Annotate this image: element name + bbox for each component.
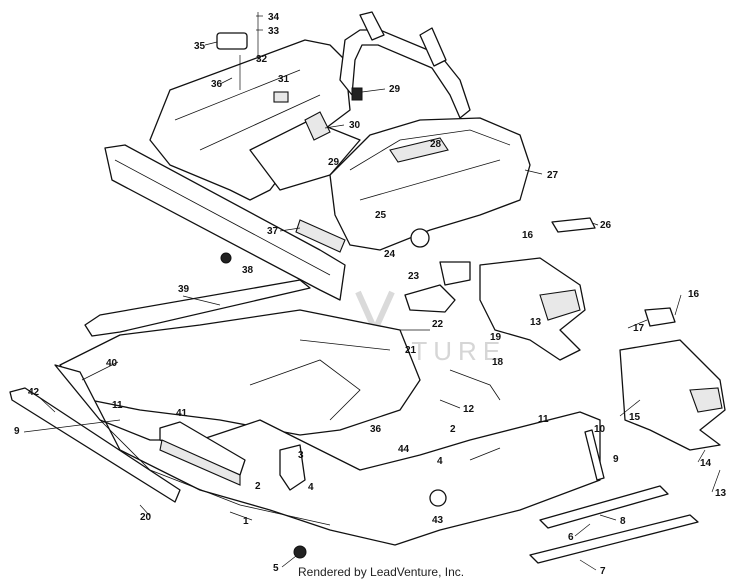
- callout-25: 25: [375, 210, 387, 221]
- callout-33: 33: [268, 26, 280, 37]
- callout-29a: 29: [389, 84, 401, 95]
- credit-text: Rendered by LeadVenture, Inc.: [298, 565, 464, 579]
- callout-38: 38: [242, 265, 254, 276]
- callout-34: 34: [268, 12, 280, 23]
- callout-36b: 36: [370, 424, 382, 435]
- bracket-10: [584, 429, 605, 481]
- callout-39: 39: [178, 284, 190, 295]
- switch-35: [216, 32, 248, 50]
- callout-2a: 2: [450, 424, 456, 435]
- callout-4a: 4: [437, 456, 443, 467]
- callout-10: 10: [594, 424, 606, 435]
- callout-2b: 2: [255, 481, 261, 492]
- loop-bar: [339, 11, 471, 119]
- callout-41: 41: [176, 408, 188, 419]
- callout-44: 44: [398, 444, 410, 455]
- housing-19: [479, 257, 586, 361]
- callout-19: 19: [490, 332, 502, 343]
- belly-pan: [59, 309, 421, 436]
- callout-40: 40: [106, 358, 118, 369]
- callout-36: 36: [211, 79, 223, 90]
- callout-23: 23: [408, 271, 420, 282]
- handle-26: [551, 217, 596, 233]
- grommet-38: [220, 252, 232, 264]
- plate-31: [273, 91, 289, 103]
- leader-lines: [23, 15, 721, 571]
- callout-4b: 4: [308, 482, 314, 493]
- hood: [329, 117, 531, 251]
- clip-29: [351, 87, 363, 101]
- callout-24: 24: [384, 249, 396, 260]
- callout-9a: 9: [14, 426, 20, 437]
- callout-26: 26: [600, 220, 612, 231]
- side-rail: [104, 144, 346, 301]
- callout-35: 35: [194, 41, 206, 52]
- callout-11b: 11: [538, 414, 549, 425]
- callout-43: 43: [432, 515, 444, 526]
- callout-42: 42: [28, 387, 40, 398]
- callout-32: 32: [256, 54, 268, 65]
- callout-11a: 11: [112, 400, 123, 411]
- callout-37: 37: [267, 226, 279, 237]
- callout-7: 7: [600, 566, 606, 577]
- bracket-3: [279, 444, 306, 491]
- callout-6: 6: [568, 532, 574, 543]
- hardware: [216, 12, 501, 559]
- callout-22: 22: [432, 319, 444, 330]
- chassis-pan: [54, 364, 601, 546]
- callout-14: 14: [700, 458, 712, 469]
- callout-8: 8: [620, 516, 626, 527]
- callout-3: 3: [298, 450, 304, 461]
- callout-9b: 9: [613, 454, 619, 465]
- bar-42: [9, 387, 181, 503]
- callout-29b: 29: [328, 157, 340, 168]
- callout-15: 15: [629, 412, 641, 423]
- callout-5: 5: [273, 563, 279, 574]
- callout-17: 17: [633, 323, 645, 334]
- callout-13a: 13: [530, 317, 542, 328]
- bracket-41: [159, 421, 246, 486]
- callout-16b: 16: [688, 289, 700, 300]
- plug-43: [429, 489, 447, 507]
- housing-15: [619, 307, 726, 451]
- bracket-22: [404, 261, 471, 313]
- callout-27: 27: [547, 170, 559, 181]
- callout-18: 18: [492, 357, 504, 368]
- rail-39: [84, 279, 311, 337]
- callout-30: 30: [349, 120, 361, 131]
- grommet-5: [293, 545, 307, 559]
- callout-31: 31: [278, 74, 290, 85]
- callout-20: 20: [140, 512, 152, 523]
- upper-frame: [149, 39, 361, 201]
- callout-16a: 16: [522, 230, 534, 241]
- callout-28: 28: [430, 139, 442, 150]
- callout-1: 1: [243, 516, 249, 527]
- callout-labels: 34 33 35 32 36 31 29 30 28 29 27 26 25 3…: [14, 12, 727, 577]
- callout-21: 21: [405, 345, 417, 356]
- callout-13b: 13: [715, 488, 727, 499]
- strips: [529, 485, 699, 564]
- callout-12: 12: [463, 404, 475, 415]
